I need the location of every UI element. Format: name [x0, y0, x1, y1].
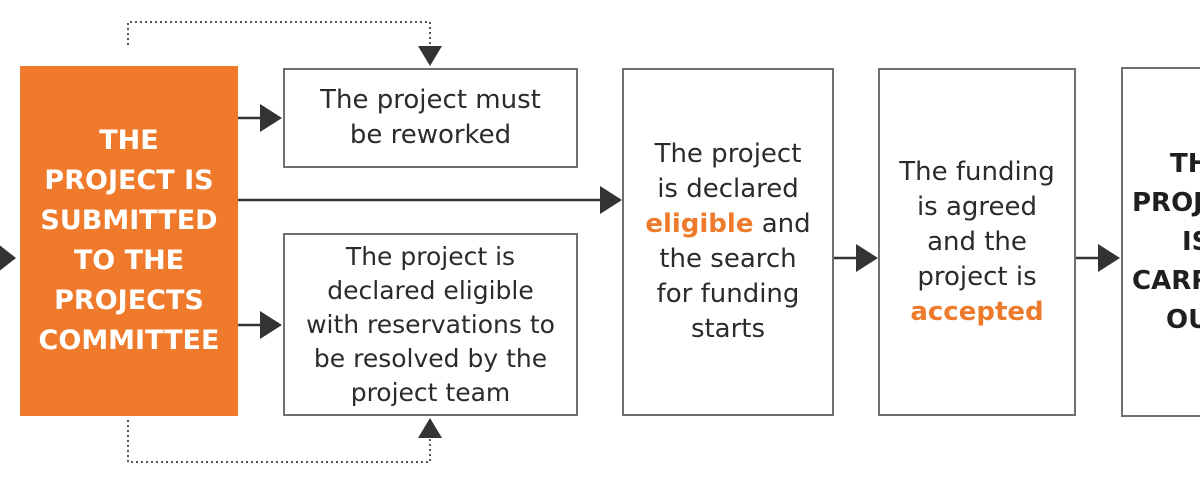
eligible-line: The project — [654, 139, 802, 169]
eligible-line: is declared — [657, 174, 799, 204]
reservations-line: project team — [350, 377, 511, 407]
eligible-line: for funding — [656, 279, 800, 309]
carried-line: TH — [1170, 148, 1200, 179]
submitted-box: THE PROJECT IS SUBMITTED TO THE PROJECTS… — [20, 66, 238, 416]
arrowhead-down-icon — [418, 46, 442, 66]
carried-out-box: TH PROJ IS CARR OU — [1124, 70, 1200, 414]
reworked-box: The project must be reworked — [283, 68, 578, 168]
eligible-highlight: eligible — [645, 209, 754, 239]
arrowhead-right-icon — [260, 104, 282, 132]
submitted-line: THE — [99, 125, 159, 156]
submitted-line: PROJECT IS — [44, 165, 214, 196]
reservations-line: The project is — [345, 241, 516, 271]
accepted-line: and the — [927, 226, 1027, 257]
accepted-highlight: accepted — [910, 296, 1044, 327]
dotted-loop-bottom — [127, 420, 431, 463]
arrowhead-right-icon — [0, 245, 16, 271]
reservations-line: with reservations to — [306, 309, 555, 339]
accepted-line: is agreed — [916, 191, 1038, 222]
arrowhead-up-icon — [418, 418, 442, 438]
final-box-border — [1121, 67, 1200, 417]
accepted-line: project is — [917, 261, 1037, 292]
arrowhead-right-icon — [600, 186, 622, 214]
eligible-line: starts — [690, 314, 766, 344]
reworked-line: The project must — [320, 85, 541, 115]
submitted-line: PROJECTS — [54, 285, 204, 316]
carried-line: IS — [1182, 226, 1200, 257]
dotted-loop-top — [127, 21, 431, 48]
submitted-line: TO THE — [73, 245, 185, 276]
eligible-line: the search — [659, 244, 797, 274]
eligible-line-rest: and — [753, 209, 811, 239]
carried-line: CARR — [1132, 265, 1200, 296]
reworked-line: be reworked — [349, 120, 512, 150]
carried-line: OU — [1166, 304, 1200, 335]
accepted-box: The funding is agreed and the project is… — [878, 68, 1076, 416]
arrowhead-right-icon — [1098, 244, 1120, 272]
eligible-line: eligible and — [645, 207, 810, 242]
carried-line: PROJ — [1132, 187, 1200, 218]
eligible-box: The project is declared eligible and the… — [622, 68, 834, 416]
reservations-line: be resolved by the — [313, 343, 548, 373]
arrowhead-right-icon — [260, 311, 282, 339]
arrowhead-right-icon — [856, 244, 878, 272]
submitted-line: SUBMITTED — [40, 205, 218, 236]
submitted-line: COMMITTEE — [38, 325, 220, 356]
reservations-box: The project is declared eligible with re… — [283, 233, 578, 416]
reservations-line: declared eligible — [327, 275, 534, 305]
accepted-line: The funding — [899, 156, 1055, 187]
